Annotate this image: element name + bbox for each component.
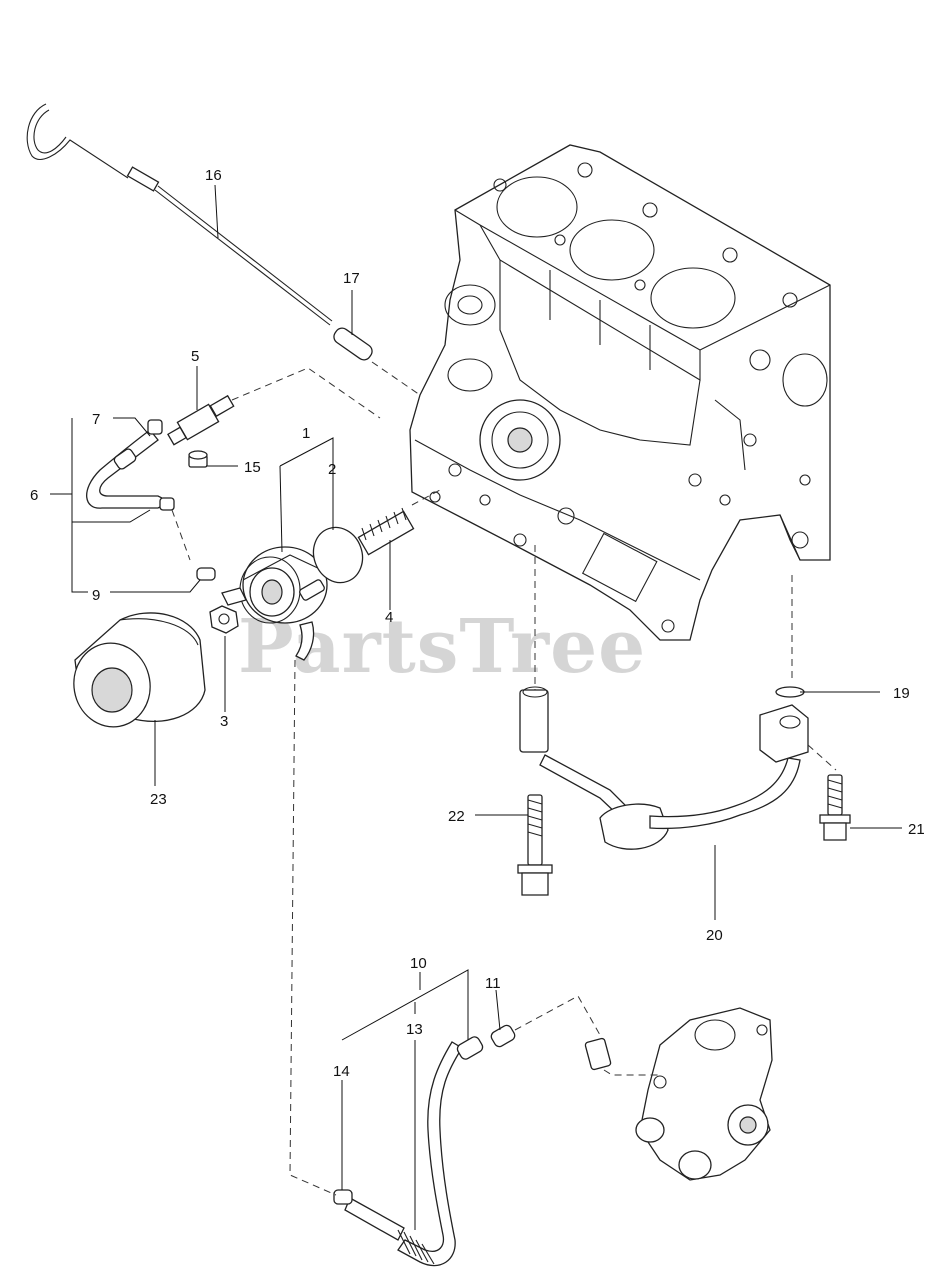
callout-1: 1 — [302, 425, 310, 442]
water-pump — [635, 1007, 773, 1181]
hose-clamp-upper — [490, 1024, 516, 1048]
callout-3: 3 — [220, 713, 228, 730]
callout-13: 13 — [406, 1021, 423, 1038]
callout-11: 11 — [485, 975, 501, 992]
oil-strainer — [519, 686, 809, 850]
engine-block — [409, 144, 831, 641]
callout-5: 5 — [191, 348, 199, 365]
oil-cooler — [221, 546, 328, 661]
bolt-strainer — [819, 774, 851, 841]
plug — [188, 450, 208, 468]
bypass-hose — [344, 1036, 484, 1267]
callout-19: 19 — [893, 685, 910, 702]
callout-22: 22 — [448, 808, 465, 825]
callout-17: 17 — [343, 270, 360, 287]
callout-9: 9 — [92, 587, 100, 604]
dipstick — [26, 103, 333, 326]
threaded-pipe — [357, 507, 415, 556]
callout-labels: 16 17 5 7 15 1 2 6 9 4 3 23 19 21 22 20 … — [30, 167, 925, 1080]
oil-filter — [73, 612, 206, 728]
hose-clamp-lower — [333, 1189, 353, 1205]
callout-7: 7 — [92, 411, 100, 428]
leader-lines — [50, 184, 902, 1230]
o-ring-seal — [775, 686, 805, 698]
callout-10: 10 — [410, 955, 427, 972]
gasket — [312, 526, 364, 584]
callout-16: 16 — [205, 167, 222, 184]
callout-15: 15 — [244, 459, 261, 476]
nut — [209, 605, 239, 634]
callout-6: 6 — [30, 487, 38, 504]
callout-4: 4 — [385, 609, 393, 626]
bolt-oil-pipe — [517, 794, 553, 896]
callout-20: 20 — [706, 927, 723, 944]
callout-14: 14 — [333, 1063, 350, 1080]
oil-pressure-fitting — [167, 394, 235, 446]
callout-2: 2 — [328, 461, 336, 478]
hose-clamp — [196, 567, 216, 581]
callout-21: 21 — [908, 821, 925, 838]
pump-nipple — [584, 1037, 612, 1071]
oil-hose — [86, 419, 175, 511]
dipstick-guide — [333, 327, 421, 396]
callout-23: 23 — [150, 791, 167, 808]
